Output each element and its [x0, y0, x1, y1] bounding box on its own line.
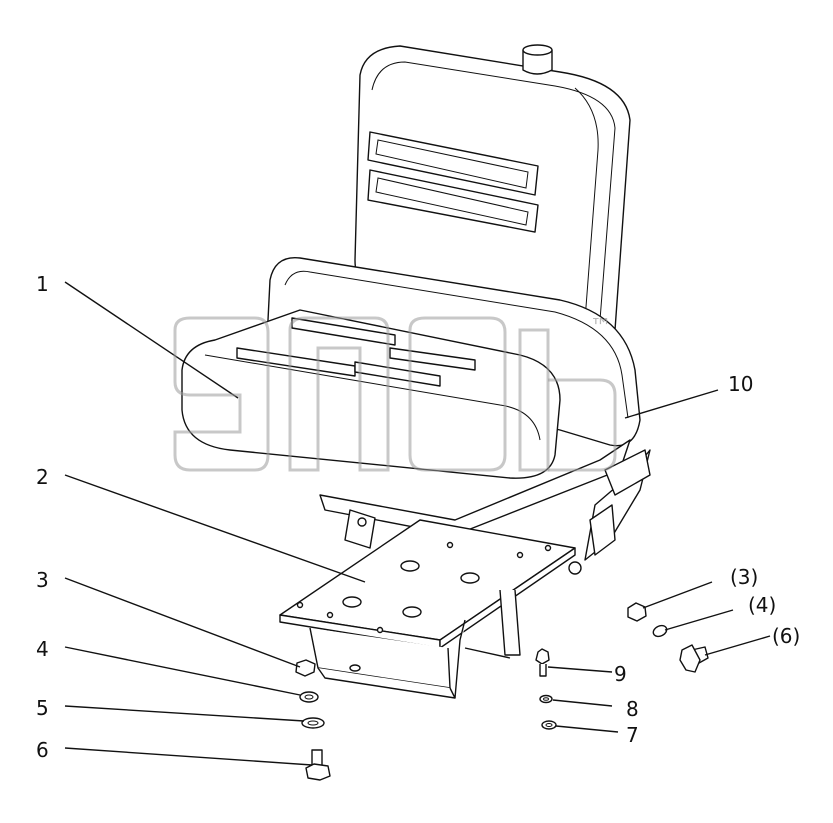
callout-7: 7 [626, 723, 639, 747]
washer-5 [301, 717, 325, 729]
callout-6: 6 [36, 738, 49, 762]
nut-p3 [627, 602, 647, 622]
washer-8 [539, 694, 553, 704]
headrest-stud [522, 44, 553, 75]
bolt-6 [305, 749, 331, 781]
callout-labels: 1 2 3 4 5 6 7 8 9 10 (3) (4) (6) [36, 272, 800, 762]
base-bracket [309, 589, 521, 699]
callout-p6: (6) [772, 624, 800, 648]
nut-3 [295, 659, 316, 677]
callout-3: 3 [36, 568, 49, 592]
washer-7 [541, 720, 557, 730]
callout-9: 9 [614, 662, 627, 686]
callout-p3: (3) [730, 565, 758, 589]
bolt-p6 [679, 644, 709, 673]
callout-1: 1 [36, 272, 49, 296]
callout-5: 5 [36, 696, 49, 720]
callout-2: 2 [36, 465, 49, 489]
watermark-logo: ™ [173, 315, 617, 472]
bolt-9 [535, 648, 550, 677]
callout-8: 8 [626, 697, 639, 721]
trademark-symbol: ™ [590, 315, 612, 340]
mounting-plate [279, 519, 576, 649]
seat-rails [319, 439, 651, 575]
callout-10: 10 [728, 372, 753, 396]
washer-4 [299, 691, 319, 703]
backrest [354, 45, 631, 351]
callout-4: 4 [36, 637, 49, 661]
leader-lines [64, 281, 771, 766]
washer-p4 [652, 624, 668, 638]
callout-p4: (4) [748, 593, 776, 617]
